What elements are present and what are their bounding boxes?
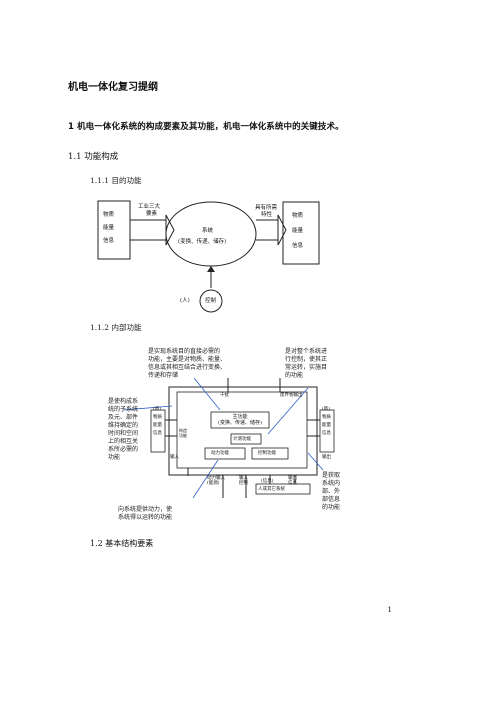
control-function-box: 控制功能 [258,451,276,456]
annotation-line: 功能 [108,454,121,461]
right-box-item: 物质 [292,213,304,219]
system-label: 系统 [202,228,214,234]
raw-input-item: 能量 [153,423,162,428]
annotation-control-function: 是对整个系统进 行控制，使其正 常运转，实施目 的功能 [285,348,355,380]
new-output-item: 信息 [322,431,331,436]
annotation-line: 的功能 [322,504,341,511]
section-heading-1-1-2: 1.1.2 内部功能 [90,323,142,332]
main-function-label: 主功能 [232,414,248,420]
annotation-measure-function: 是获取 系统内 部、外 部信息 的功能 [322,472,356,512]
raw-input-item: 信息 [153,431,162,436]
document-title: 机电一体化复习提纲 [68,82,158,93]
annotation-power-function: 向系统提供动力，使 系统得以运转的功能 [118,506,218,522]
system-sub: (变换、传递、储存) [178,239,227,245]
measure-function-box: 计测功能 [233,437,251,442]
input-label: 工业三大 要素 [138,204,160,218]
new-output-labels: (新) 物质 能量 信息 [322,406,331,438]
main-function-sub: (变换、传递、储存) [218,420,262,426]
section-heading-1-1: 1.1 功能构成 [68,152,119,162]
output-label: 具有所需 特性 [255,205,277,219]
annotation-line: 行控制，使其正 [285,356,328,363]
right-box-item: 能量 [292,228,304,234]
annotation-line: 系统内 [322,480,341,487]
diagram2-lines [122,377,335,499]
left-box-item: 信息 [103,238,115,244]
annotation-line: 时间和空间 [108,430,139,437]
raw-input-labels: (原) 物质 能量 信息 [153,406,162,438]
annotation-line: 是获取 [322,472,341,479]
section-heading-1-1-1: 1.1.1 目的功能 [90,176,142,185]
new-output-item: (新) [322,407,331,412]
annotation-line: 是使构成系 [108,398,139,405]
left-box-labels: 物质 能量 信息 [103,212,114,245]
annotation-line: 常运转，实施目 [285,364,328,371]
annotation-line: 功能，主要是对物质、能量、 [148,356,227,363]
info-output-line: 信息 [288,481,297,486]
internal-function-diagram: 是实现系统目的直接必需的 功能，主要是对物质、能量、 信息或其相互结合进行变换、… [108,348,358,528]
annotation-line: 是对整个系统进 [285,348,328,355]
structure-function-label: 构造功能 [179,428,187,438]
human-system-box: 人或其它系统 [258,487,285,492]
left-box-item: 能量 [103,225,115,231]
new-output-item: 能量 [322,423,331,428]
annotation-structure-function: 是使构成系 统的子系统 及元、部件 维持确定的 时间和空间 上的相互关 系所必需… [108,398,153,462]
control-input-line: 控制 [239,481,248,486]
annotation-line: 系统得以运转的功能 [118,514,173,521]
raw-input-item: (原) [153,407,162,412]
control-input-label: 输入 控制 [239,476,248,486]
right-box-item: 信息 [292,243,304,249]
section-heading-1: 1 机电一体化系统的构成要素及其功能，机电一体化系统中的关键技术。 [68,122,344,132]
annotation-main-function: 是实现系统目的直接必需的 功能，主要是对物质、能量、 信息或其相互结合进行变换、… [148,348,268,380]
annotation-line: 部信息 [322,496,341,503]
disturbance-label: 干扰 [220,393,229,398]
control-label: 控制 [205,298,217,304]
output-label-line: 特性 [261,212,273,218]
info-output-line: 输出 [288,476,297,481]
annotation-line: 系所必需的 [108,446,139,453]
page-number: 1 [387,606,392,614]
purpose-function-diagram: 物质 能量 信息 工业三大 要素 系统 (变换、传递、储存) 具有所需 特性 物… [92,188,342,318]
diagram1-lines [97,200,320,313]
power-input-line: (能源) [207,481,220,486]
side-output-label: 输出 [322,455,331,460]
output-label-line: 具有所需 [255,205,278,211]
new-output-item: 物质 [322,415,331,420]
raw-input-item: 物质 [153,415,162,420]
input-label-line: 要素 [146,211,158,217]
annotation-line: 部、外 [322,488,341,495]
power-function-box: 动力功能 [211,451,229,456]
side-input-label: 输入 [170,455,179,460]
annotation-line: 是实现系统目的直接必需的 [148,348,221,355]
annotation-line: 统的子系统 [108,406,139,413]
annotation-line: 传递和存储 [148,372,179,379]
annotation-line: 及元、部件 [108,414,139,421]
section-heading-1-2: 1.2 基本结构要素 [90,539,154,548]
input-label-line: 工业三大 [138,204,161,210]
power-input-label: 动力输入 (能源) [207,476,225,486]
annotation-line: 维持确定的 [108,422,139,429]
annotation-line: 的功能 [285,372,304,379]
control-input-line: 输入 [239,476,248,481]
annotation-line: 向系统提供动力，使 [118,506,173,513]
annotation-line: 信息或其相互结合进行变换、 [148,364,227,371]
annotation-line: 上的相互关 [108,438,139,445]
main-function-box: 主功能 (变换、传递、储存) [214,414,266,426]
right-box-labels: 物质 能量 信息 [292,213,303,250]
left-box-item: 物质 [103,212,115,218]
power-input-line: 动力输入 [207,476,225,481]
info-output-label: 输出 信息 [288,476,297,486]
human-label: (人) [180,298,190,304]
waste-output-label: 废弃物输出 [280,393,303,398]
info-input-label: (信息) [261,479,274,484]
